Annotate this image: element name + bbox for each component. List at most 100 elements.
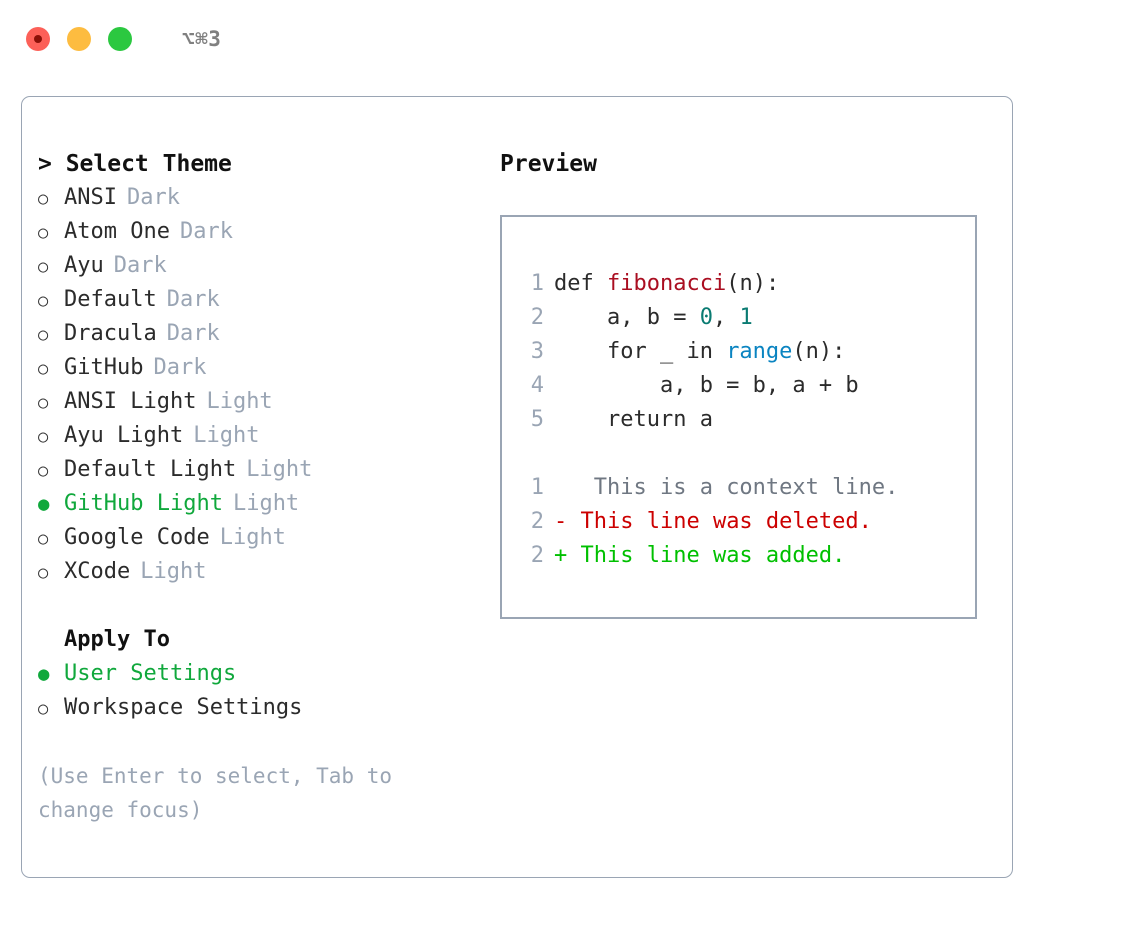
theme-option-label: Atom One — [64, 219, 170, 244]
diff-line: 2- This line was deleted. — [516, 505, 975, 539]
diff-text: This is a context line. — [567, 475, 899, 500]
select-theme-header: > Select Theme — [38, 151, 232, 177]
radio-selected-icon: ● — [38, 663, 50, 685]
radio-unselected-icon: ○ — [38, 699, 49, 719]
theme-option-label: ANSI — [64, 185, 117, 210]
theme-option[interactable]: ○ Atom One Dark — [38, 215, 478, 249]
code-token: for _ in — [554, 339, 727, 364]
diff-line: 1 This is a context line. — [516, 471, 975, 505]
theme-option-tag: Light — [246, 457, 313, 482]
theme-option-label: ANSI Light — [64, 389, 197, 414]
theme-option-tag: Light — [219, 525, 286, 550]
code-token: fibonacci — [606, 271, 727, 296]
theme-option[interactable]: ○ Ayu Light Light — [38, 419, 478, 453]
radio-unselected-icon: ○ — [38, 563, 49, 583]
apply-to-list[interactable]: ● User Settings ○ Workspace Settings — [38, 657, 478, 725]
diff-line-number: 1 — [530, 475, 544, 500]
theme-option[interactable]: ○ Default Dark — [38, 283, 478, 317]
radio-selected-icon: ● — [38, 493, 50, 515]
radio-unselected-icon: ○ — [38, 325, 49, 345]
theme-option[interactable]: ○ Google Code Light — [38, 521, 478, 555]
apply-to-option[interactable]: ● User Settings — [38, 657, 478, 691]
radio-unselected-icon: ○ — [38, 529, 49, 549]
maximize-button[interactable] — [108, 27, 132, 51]
radio-unselected-icon: ○ — [38, 427, 49, 447]
theme-option-label: GitHub — [64, 355, 144, 380]
code-token: (n): — [726, 271, 780, 296]
theme-option-label: Default — [64, 287, 157, 312]
code-token: a, b = b, a + b — [554, 373, 859, 398]
window-controls — [26, 27, 132, 51]
code-token: , — [712, 305, 740, 330]
radio-unselected-icon: ○ — [38, 189, 49, 209]
radio-unselected-icon: ○ — [38, 461, 49, 481]
apply-to-option-label: User Settings — [64, 661, 237, 686]
code-line: 3 for _ in range(n): — [516, 335, 975, 369]
code-line: 2 a, b = 0, 1 — [516, 301, 975, 335]
code-line: 4 a, b = b, a + b — [516, 369, 975, 403]
preview-title: Preview — [500, 151, 597, 177]
code-token: (n): — [792, 339, 846, 364]
code-line-number: 3 — [530, 339, 544, 364]
theme-option-label: Dracula — [64, 321, 157, 346]
theme-option-tag: Light — [193, 423, 260, 448]
diff-text: This line was deleted. — [567, 509, 872, 534]
diff-line-number: 2 — [530, 509, 544, 534]
theme-option-tag: Light — [140, 559, 207, 584]
theme-option-label: Google Code — [64, 525, 210, 550]
code-line-number: 5 — [530, 407, 544, 432]
code-token: 1 — [739, 305, 753, 330]
theme-option-label: Ayu Light — [64, 423, 184, 448]
diff-line-number: 2 — [530, 543, 544, 568]
theme-option-tag: Dark — [153, 355, 207, 380]
apply-to-header: Apply To — [64, 627, 170, 652]
diff-line: 2 + This line was added. — [516, 539, 975, 573]
section-spacer — [38, 589, 478, 623]
radio-unselected-icon: ○ — [38, 393, 49, 413]
code-token: def — [554, 271, 607, 296]
radio-unselected-icon: ○ — [38, 291, 49, 311]
close-button[interactable] — [26, 27, 50, 51]
code-diff-spacer — [516, 437, 975, 471]
theme-option-tag: Light — [232, 491, 300, 516]
theme-option[interactable]: ● GitHub Light Light — [38, 487, 478, 521]
keyboard-shortcut-label: ⌥⌘3 — [182, 27, 222, 51]
code-line: 1 def fibonacci(n): — [516, 267, 975, 301]
theme-option-tag: Light — [206, 389, 273, 414]
theme-option-label: Ayu — [64, 253, 104, 278]
theme-option[interactable]: ○ XCode Light — [38, 555, 478, 589]
code-line: 5 return a — [516, 403, 975, 437]
radio-unselected-icon: ○ — [38, 359, 49, 379]
theme-option-label: XCode — [64, 559, 131, 584]
apply-to-option-label: Workspace Settings — [64, 695, 303, 720]
minimize-button[interactable] — [67, 27, 91, 51]
code-line-number: 1 — [530, 271, 544, 296]
diff-sign: + — [554, 543, 568, 568]
theme-option-tag: Dark — [179, 219, 233, 244]
code-token: return a — [554, 407, 713, 432]
diff-sign: - — [554, 509, 568, 534]
radio-unselected-icon: ○ — [38, 223, 49, 243]
diff-text: This line was added. — [567, 543, 846, 568]
code-line-number: 2 — [530, 305, 544, 330]
apply-to-option[interactable]: ○ Workspace Settings — [38, 691, 478, 725]
title-bar: ⌥⌘3 — [0, 0, 1140, 78]
code-token: a, b = — [554, 305, 700, 330]
theme-option[interactable]: ○ ANSI Light Light — [38, 385, 478, 419]
code-token: 0 — [699, 305, 713, 330]
theme-option[interactable]: ○ GitHub Dark — [38, 351, 478, 385]
theme-option-tag: Dark — [166, 287, 220, 312]
theme-option-tag: Dark — [113, 253, 167, 278]
theme-option-label: GitHub Light — [64, 491, 223, 516]
code-token: range — [726, 339, 793, 364]
